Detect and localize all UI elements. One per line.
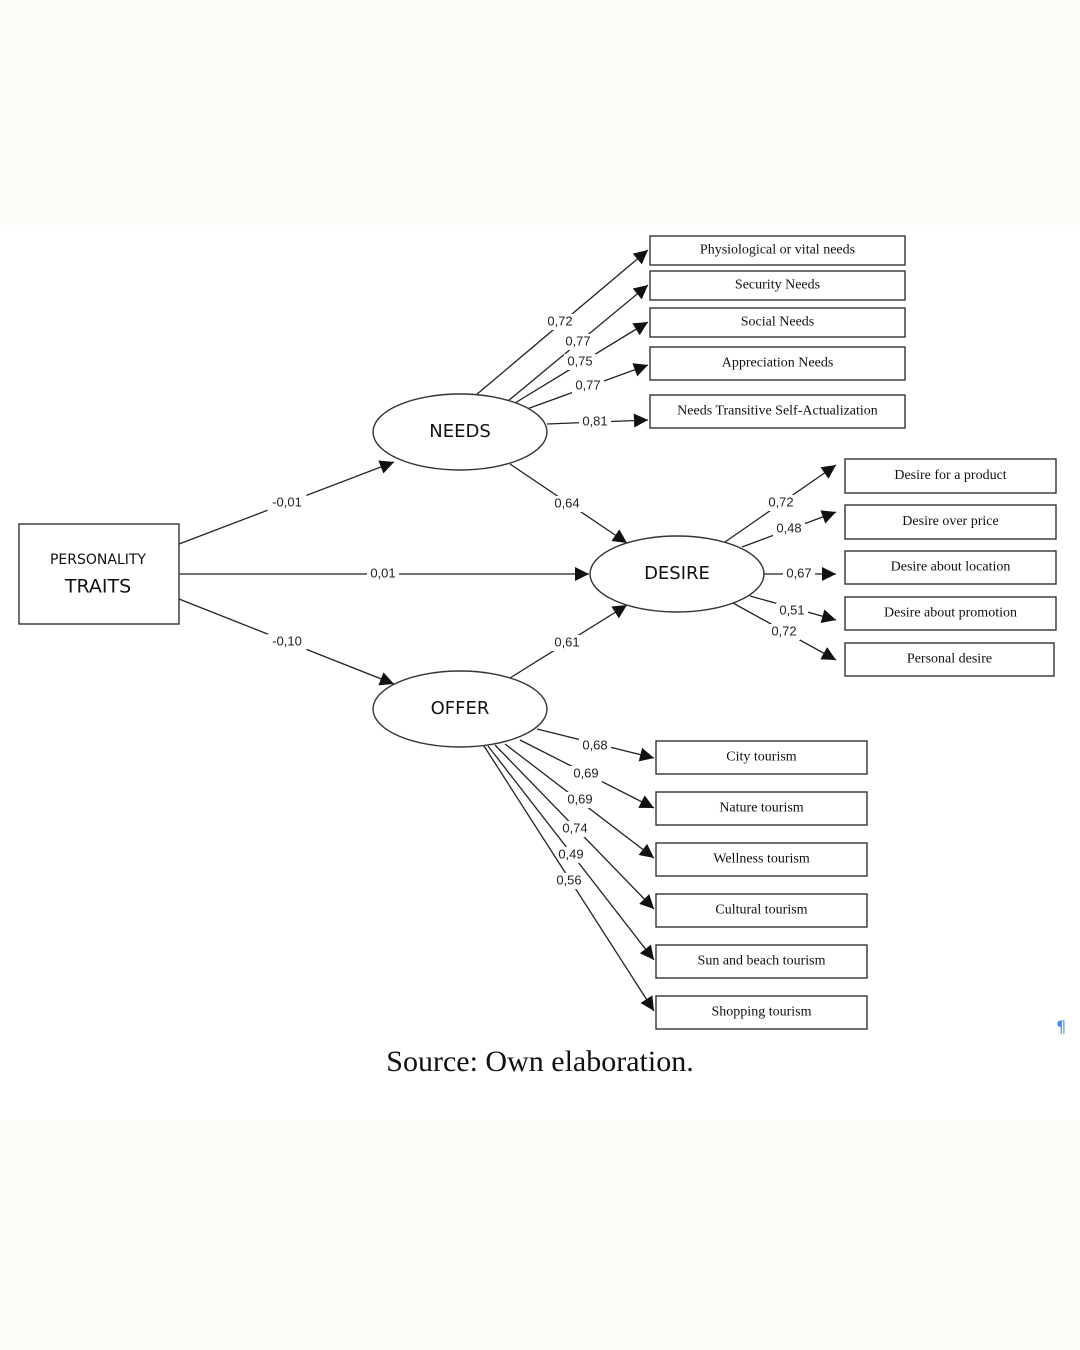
loading-value-needs-transitive-self-actualization-bg bbox=[579, 414, 611, 430]
needs-latent-label: NEEDS bbox=[429, 421, 491, 442]
loading-value-wellness-tourism: 0,69 bbox=[567, 791, 592, 806]
indicator-label-appreciation-needs: Appreciation Needs bbox=[722, 356, 834, 371]
indicator-label-cultural-tourism: Cultural tourism bbox=[715, 903, 807, 918]
indicator-box-nature-tourism bbox=[655, 791, 868, 826]
indicator-box-desire-about-promotion bbox=[844, 596, 1057, 631]
coef-traits-to-offer-bg bbox=[267, 634, 307, 650]
offer-latent-node bbox=[372, 670, 548, 748]
loading-value-nature-tourism-bg bbox=[570, 766, 602, 782]
personality-label-line2: TRAITS bbox=[64, 576, 131, 598]
indicator-box-cultural-tourism bbox=[655, 893, 868, 928]
loading-value-cultural-tourism: 0,74 bbox=[562, 820, 587, 835]
loading-value-social-needs: 0,75 bbox=[567, 353, 592, 368]
coef-traits-to-offer: -0,10 bbox=[272, 633, 302, 648]
indicator-box-wellness-tourism bbox=[655, 842, 868, 877]
loading-value-desire-over-price: 0,48 bbox=[776, 520, 801, 535]
loading-value-desire-for-a-product-bg bbox=[765, 495, 797, 511]
coef-offer-to-desire: 0,61 bbox=[554, 634, 579, 649]
indicator-label-social-needs: Social Needs bbox=[741, 315, 814, 330]
indicator-box-sun-and-beach-tourism bbox=[655, 944, 868, 979]
indicator-label-desire-for-a-product: Desire for a product bbox=[894, 468, 1006, 483]
loading-value-physiological-or-vital-needs-bg bbox=[544, 314, 576, 330]
loading-value-shopping-tourism-bg bbox=[553, 873, 585, 889]
indicator-box-city-tourism bbox=[655, 740, 868, 775]
indicator-box-social-needs bbox=[649, 307, 906, 338]
loading-value-nature-tourism: 0,69 bbox=[573, 765, 598, 780]
coef-needs-to-desire-bg bbox=[551, 496, 583, 512]
desire-latent-node bbox=[589, 535, 765, 613]
coef-traits-to-desire: 0,01 bbox=[370, 565, 395, 580]
needs-latent-node bbox=[372, 393, 548, 471]
loading-value-desire-about-location-bg bbox=[783, 566, 815, 582]
loading-value-sun-and-beach-tourism-bg bbox=[555, 847, 587, 863]
loading-value-personal-desire-bg bbox=[768, 624, 800, 640]
personality-traits-node bbox=[18, 523, 180, 625]
loading-value-desire-over-price-bg bbox=[773, 521, 805, 537]
loading-value-appreciation-needs: 0,77 bbox=[575, 377, 600, 392]
desire-latent-label: DESIRE bbox=[644, 563, 710, 584]
personality-label-line1: PERSONALITY bbox=[50, 552, 146, 568]
indicator-box-desire-for-a-product bbox=[844, 458, 1057, 494]
indicator-label-nature-tourism: Nature tourism bbox=[719, 801, 803, 816]
loading-value-city-tourism: 0,68 bbox=[582, 737, 607, 752]
paragraph-mark-icon: ¶ bbox=[1056, 1017, 1067, 1036]
loading-value-shopping-tourism: 0,56 bbox=[556, 872, 581, 887]
loading-value-physiological-or-vital-needs: 0,72 bbox=[547, 313, 572, 328]
indicator-label-sun-and-beach-tourism: Sun and beach tourism bbox=[698, 954, 826, 969]
loading-value-cultural-tourism-bg bbox=[559, 821, 591, 837]
indicator-box-shopping-tourism bbox=[655, 995, 868, 1030]
loading-value-desire-about-promotion: 0,51 bbox=[779, 602, 804, 617]
indicator-label-personal-desire: Personal desire bbox=[907, 652, 992, 667]
coef-needs-to-desire: 0,64 bbox=[554, 495, 579, 510]
indicator-label-shopping-tourism: Shopping tourism bbox=[712, 1005, 812, 1020]
indicator-label-city-tourism: City tourism bbox=[726, 750, 797, 765]
path-diagram: -0,01 0,01 -0,10 0,64 0,61 0,72 0,77 0,75 0,77 0,… bbox=[18, 235, 1057, 1030]
loading-value-sun-and-beach-tourism: 0,49 bbox=[558, 846, 583, 861]
indicator-box-personal-desire bbox=[844, 642, 1055, 677]
indicator-label-desire-about-location: Desire about location bbox=[891, 560, 1011, 575]
loading-value-security-needs: 0,77 bbox=[565, 333, 590, 348]
loading-value-social-needs-bg bbox=[564, 354, 596, 370]
loading-value-security-needs-bg bbox=[562, 334, 594, 350]
coef-offer-to-desire-bg bbox=[551, 635, 583, 651]
indicator-box-physiological-or-vital-needs bbox=[649, 235, 906, 266]
loading-value-desire-for-a-product: 0,72 bbox=[768, 494, 793, 509]
indicator-box-needs-transitive-self-actualization bbox=[649, 394, 906, 429]
loading-value-wellness-tourism-bg bbox=[564, 792, 596, 808]
diagram-canvas: -0,01 0,01 -0,10 0,64 0,61 0,72 0,77 0,75 0,77 0,… bbox=[0, 225, 1080, 1120]
coef-traits-to-desire-bg bbox=[367, 566, 399, 582]
loading-value-city-tourism-bg bbox=[579, 738, 611, 754]
offer-latent-label: OFFER bbox=[431, 698, 490, 719]
loading-value-needs-transitive-self-actualization: 0,81 bbox=[582, 413, 607, 428]
loading-value-personal-desire: 0,72 bbox=[771, 623, 796, 638]
indicator-label-desire-about-promotion: Desire about promotion bbox=[884, 606, 1017, 621]
coef-traits-to-needs: -0,01 bbox=[272, 494, 302, 509]
coef-traits-to-needs-bg bbox=[267, 495, 307, 511]
indicator-label-physiological-or-vital-needs: Physiological or vital needs bbox=[700, 243, 855, 258]
indicator-box-desire-over-price bbox=[844, 504, 1057, 540]
loading-value-desire-about-location: 0,67 bbox=[786, 565, 811, 580]
indicator-label-wellness-tourism: Wellness tourism bbox=[713, 852, 810, 867]
indicator-label-needs-transitive-self-actualization: Needs Transitive Self-Actualization bbox=[677, 404, 878, 419]
loading-value-appreciation-needs-bg bbox=[572, 378, 604, 394]
indicator-box-appreciation-needs bbox=[649, 346, 906, 381]
loading-value-desire-about-promotion-bg bbox=[776, 603, 808, 619]
indicator-box-desire-about-location bbox=[844, 550, 1057, 585]
indicator-label-desire-over-price: Desire over price bbox=[902, 514, 998, 529]
indicator-label-security-needs: Security Needs bbox=[735, 278, 820, 293]
figure-caption: Source: Own elaboration. bbox=[386, 1045, 694, 1078]
indicator-box-security-needs bbox=[649, 270, 906, 301]
